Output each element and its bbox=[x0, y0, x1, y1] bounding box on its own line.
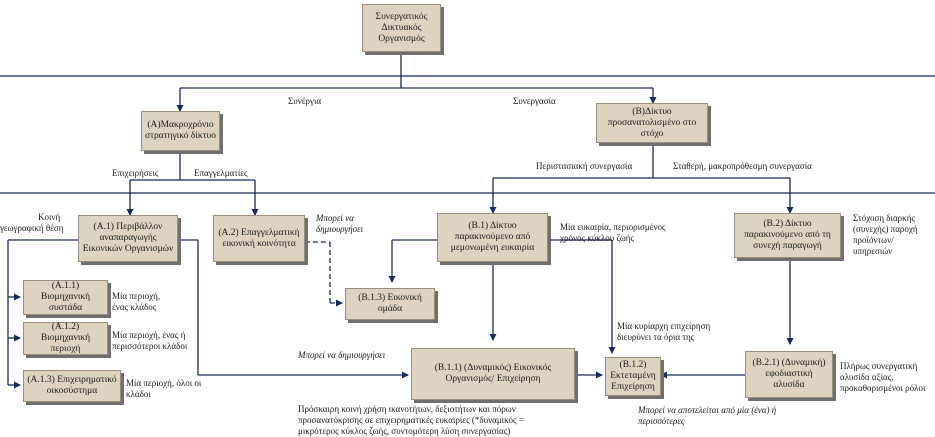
node-b1-text: (Β.1) Δίκτυο παρακινούμενο από μεμονωμέν… bbox=[450, 221, 535, 253]
node-b1: (Β.1) Δίκτυο παρακινούμενο από μεμονωμέν… bbox=[437, 213, 548, 262]
node-a11-text: (Α.1.1) Βιομηχανική συστάδα bbox=[40, 281, 91, 313]
node-b13-text: (Β.1.3) Εικονική ομάδα bbox=[358, 293, 422, 314]
node-a: (Α)Μακροχρόνιο στρατηγικό δίκτυο bbox=[141, 111, 220, 151]
label-synergasia: Συνεργασία bbox=[513, 96, 556, 106]
node-b2: (Β.2) Δίκτυο παρακινούμενο από τη συνεχή… bbox=[734, 213, 841, 258]
node-b13: (Β.1.3) Εικονική ομάδα bbox=[345, 288, 435, 320]
node-b11-text: (Β.1.1) (Δυναμικός) Εικονικός Οργανισμός… bbox=[434, 363, 552, 384]
label-synergia: Συνέργια bbox=[288, 96, 322, 106]
b12-description: Μία κυρίαρχη επιχείρηση διευρύνει τα όρι… bbox=[617, 321, 711, 342]
a11-description: Μία περιοχή, ένας κλάδος bbox=[112, 291, 161, 312]
node-b12: (Β.1.2) Εκτεταμένη Επιχείρηση bbox=[605, 357, 661, 396]
label-epixeiriseis: Επιχειρήσεις bbox=[112, 168, 159, 178]
label-peristasiaki: Περιστασιακή συνεργασία bbox=[536, 161, 633, 171]
a12-description: Μία περιοχή, ένας ή περισσότεροι κλάδοι bbox=[112, 330, 188, 351]
node-b21-text: (Β.2.1) (Δυναμική) εφοδιαστική αλυσίδα bbox=[752, 358, 826, 390]
node-a1-text: (Α.1) Περιβάλλον αναπαραγωγής Εικονικών … bbox=[82, 222, 174, 254]
b11-description: Πρόσκαιρη κοινή χρήση ικανοτήτων, δεξιοτ… bbox=[298, 404, 524, 436]
label-koini: Κοινή bbox=[38, 212, 61, 222]
node-b2-text: (Β.2) Δίκτυο παρακινούμενο από τη συνεχή… bbox=[744, 219, 831, 251]
node-b11: (Β.1.1) (Δυναμικός) Εικονικός Οργανισμός… bbox=[411, 348, 575, 400]
b21-description: Πλήρως συνεργατική αλυσίδα αξίας, προκαθ… bbox=[840, 361, 926, 393]
node-root-text: Συνεργατικός Δικτυακός Οργανισμός bbox=[375, 11, 428, 44]
a1-note: Μπορεί να δημιουργήσει bbox=[298, 350, 386, 360]
node-a13: (Α.1.3) Επιχειρηματικό οικοσύστημα bbox=[23, 370, 121, 402]
node-b: (Β)Δίκτυο προσανατολισμένο στο στόχο bbox=[596, 103, 708, 143]
node-b12-text: (Β.1.2) Εκτεταμένη Επιχείρηση bbox=[610, 360, 656, 392]
node-a12: (Α.1.2) Βιομηχανική περιοχή bbox=[23, 322, 108, 355]
label-geografiki: γεωγραφική θέση bbox=[0, 223, 64, 233]
b21-note: Μπορεί να αποτελείται από μία (ένα) ή πε… bbox=[638, 405, 777, 426]
node-a11: (Α.1.1) Βιομηχανική συστάδα bbox=[23, 280, 108, 315]
node-a2: (Α.2) Επαγγελματική εικονική κοινότητα bbox=[213, 215, 305, 262]
node-a2-text: (Α.2) Επαγγελματική εικονική κοινότητα bbox=[218, 227, 300, 249]
node-b21: (Β.2.1) (Δυναμική) εφοδιαστική αλυσίδα bbox=[745, 351, 833, 398]
a13-description: Μία περιοχή, όλοι οι κλάδοι bbox=[126, 378, 202, 399]
node-root: Συνεργατικός Δικτυακός Οργανισμός bbox=[362, 4, 441, 52]
label-epaggelmaties: Επαγγελματίες bbox=[194, 168, 248, 178]
node-a12-text: (Α.1.2) Βιομηχανική περιοχή bbox=[40, 322, 91, 354]
node-a1: (Α.1) Περιβάλλον αναπαραγωγής Εικονικών … bbox=[78, 215, 178, 262]
label-statheri: Σταθερή, μακροπρόθεσμη συνεργασία bbox=[673, 161, 812, 171]
b1-description: Μία ευκαιρία, περιορισμένος χρόνος κύκλο… bbox=[560, 222, 666, 243]
node-a-text: (Α)Μακροχρόνιο στρατηγικό δίκτυο bbox=[145, 120, 216, 141]
b2-description: Στόχοση διαρκής (συνεχής) παροχή προϊόντ… bbox=[853, 213, 918, 256]
node-a13-text: (Α.1.3) Επιχειρηματικό οικοσύστημα bbox=[27, 375, 117, 396]
a2-note: Μπορεί να δημιουργήσει bbox=[316, 213, 364, 234]
node-b-text: (Β)Δίκτυο προσανατολισμένο στο στόχο bbox=[607, 106, 697, 139]
